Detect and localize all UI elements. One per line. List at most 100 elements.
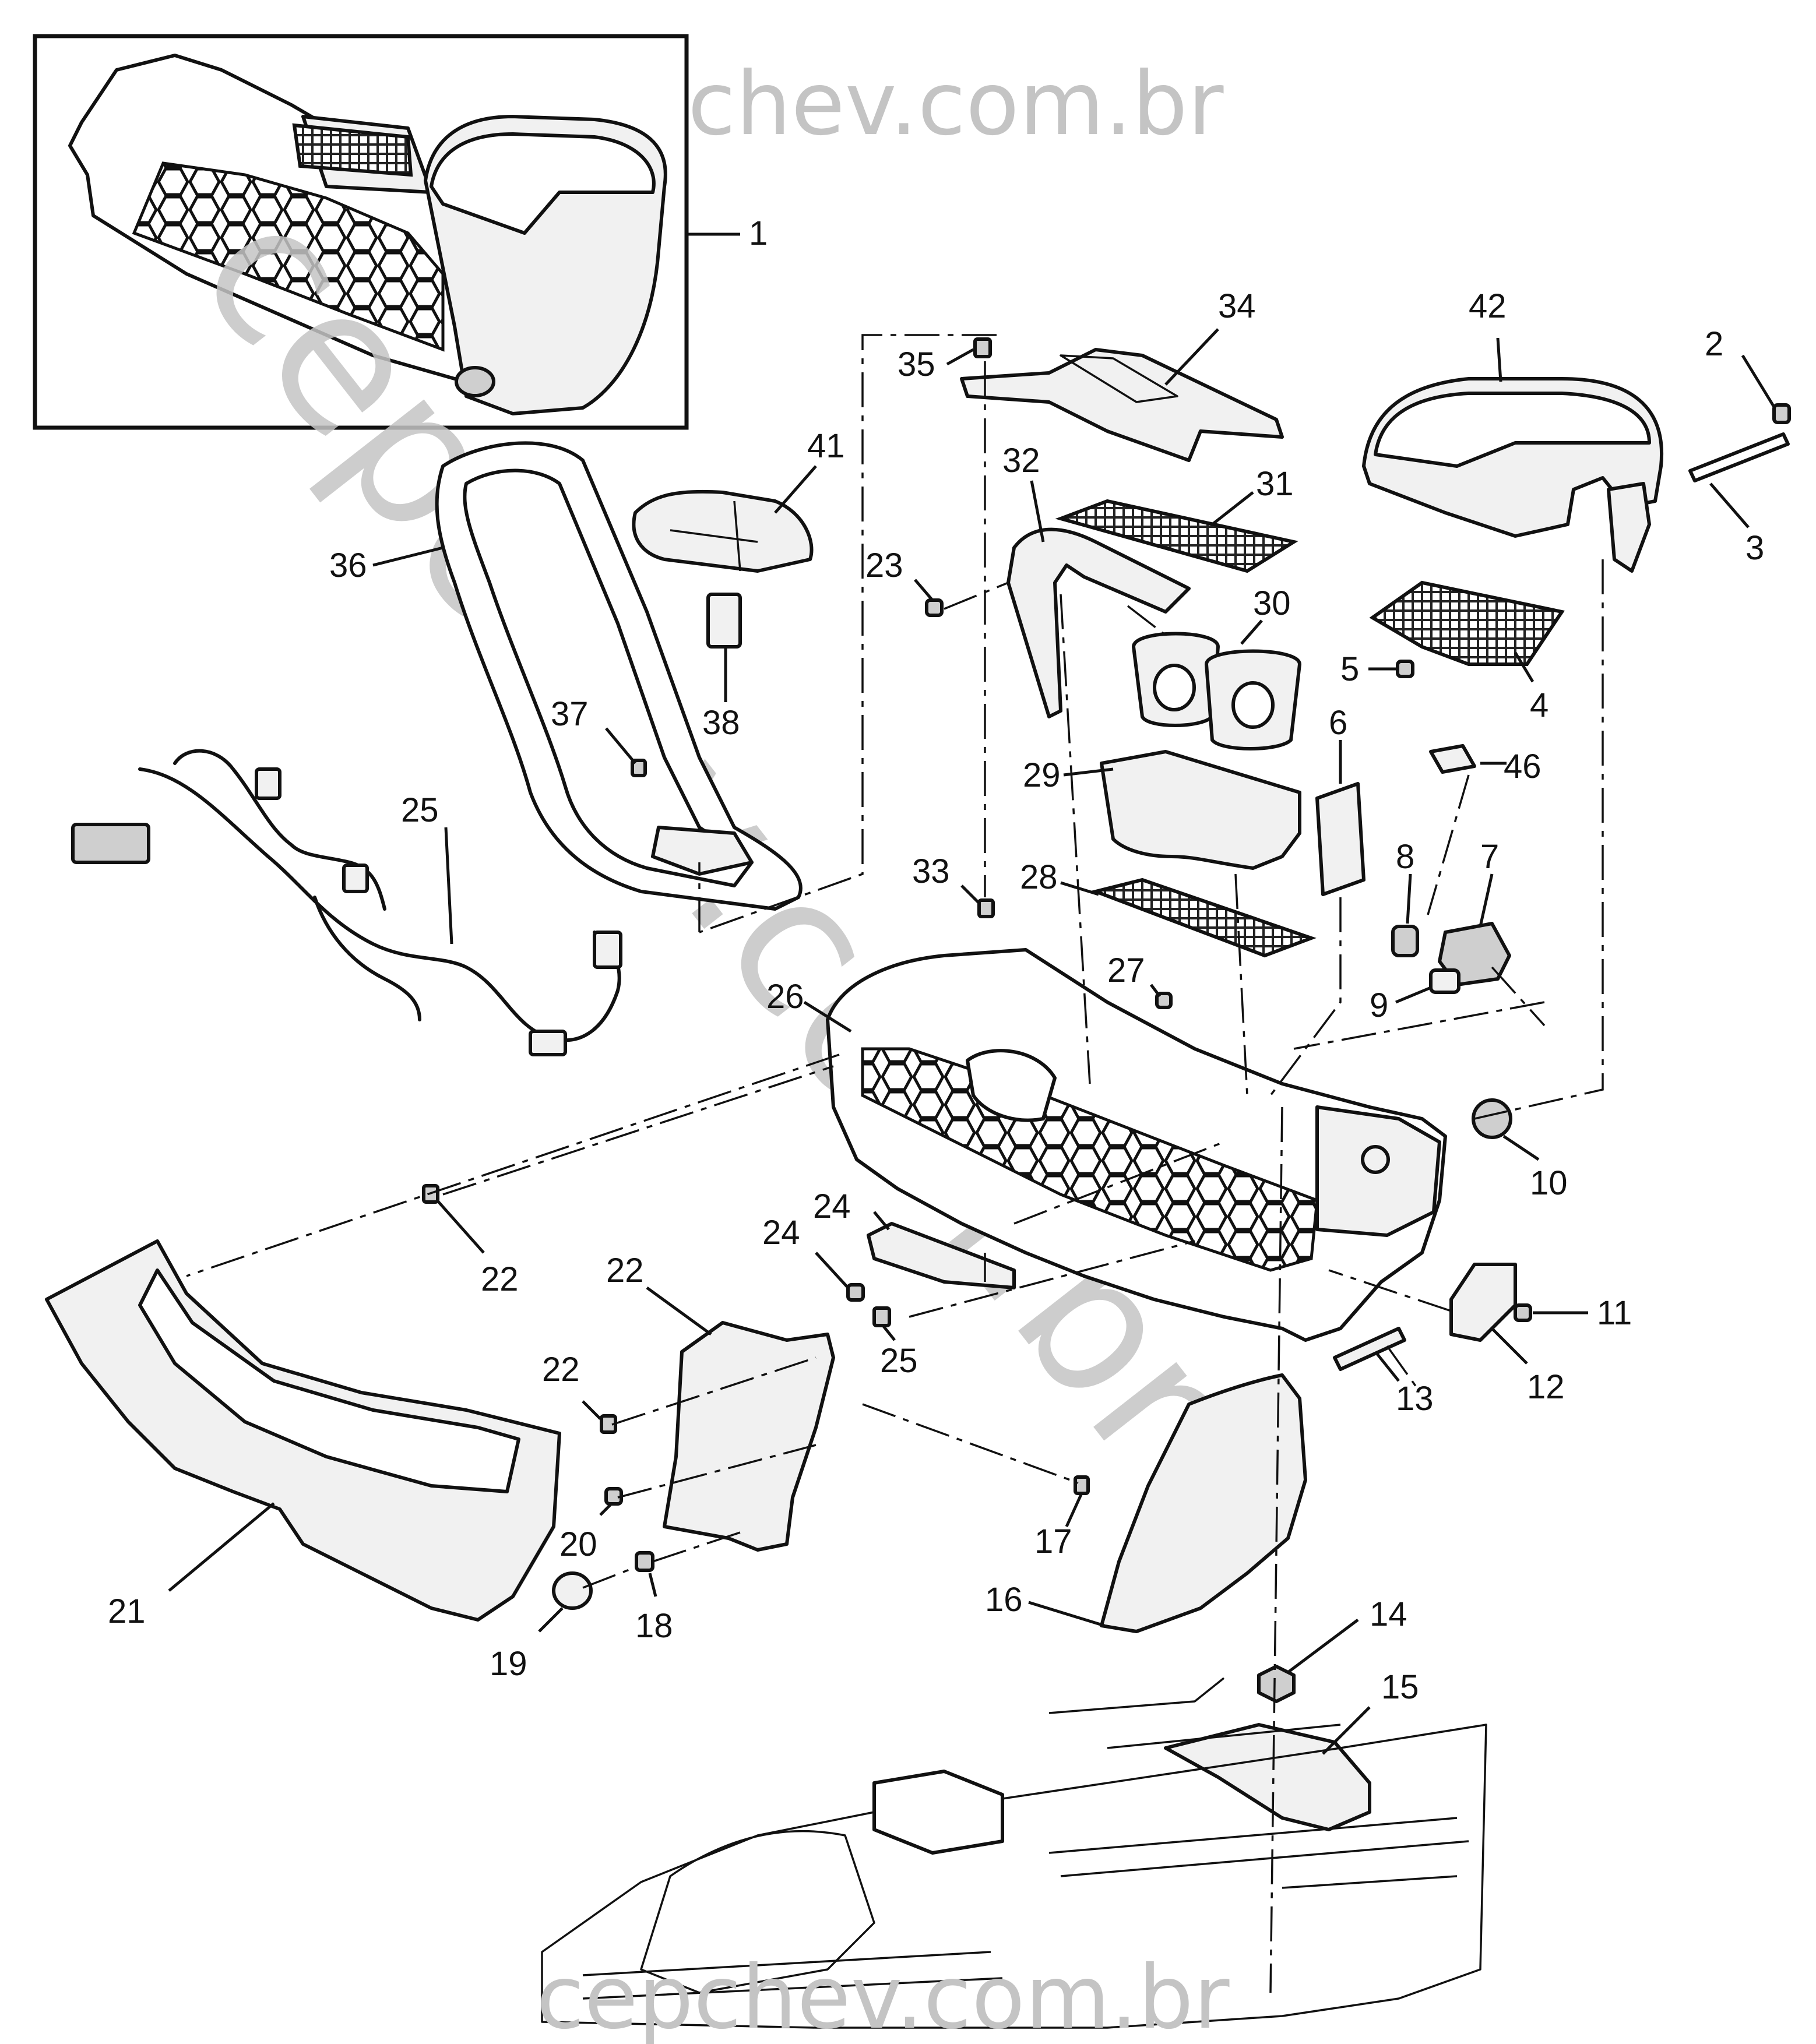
callout-15: 15 [1381, 1668, 1419, 1706]
part-19-plug [552, 1571, 593, 1610]
part-3-hinge-pin [1688, 432, 1790, 482]
assembly-grille [292, 123, 413, 177]
trim-plate-body [960, 348, 1284, 462]
part-10-power-outlet [1472, 1098, 1512, 1139]
callout-34: 32 [1002, 442, 1040, 480]
assembly-armrest-top [430, 132, 656, 235]
part-16-side-panel [1100, 1373, 1307, 1633]
part-1-console-assembly-inset [33, 34, 689, 430]
callout-22-lower: 22 [542, 1351, 580, 1388]
floor-pan-outline [541, 1724, 1487, 2029]
part-33-storage-mat [1055, 499, 1298, 573]
part-28-console-frame [826, 948, 1447, 1342]
callout-14: 14 [1370, 1595, 1407, 1633]
assembly-honeycomb [132, 161, 445, 352]
part-11-screw [1514, 1303, 1532, 1322]
callout-5: 5 [1340, 650, 1359, 688]
callout-4: 4 [1530, 686, 1548, 724]
part-32-cupholder-insert [1132, 632, 1301, 750]
callout-11: 11 [1597, 1294, 1632, 1332]
part-41-shift-indicator [632, 489, 814, 573]
callout-27: 25 [401, 791, 439, 829]
floor-pan-ridge [1048, 1677, 1458, 1889]
part-21-side-panel [45, 1239, 561, 1622]
callout-38: 36 [329, 547, 367, 584]
harness-connector-b [255, 767, 281, 800]
harness-branch-b [313, 896, 421, 1021]
trim-plate-opening [1060, 354, 1178, 403]
cupholder-cup-right [1231, 681, 1275, 729]
part-24-screw-upper [925, 598, 944, 617]
part-24-screw-lower [846, 1283, 865, 1302]
part-35-clip [977, 898, 995, 918]
part-2-nut [1772, 403, 1791, 424]
callout-29: 27 [1107, 951, 1145, 989]
part-31-cupholder [1100, 750, 1301, 870]
bezel-inner [463, 468, 754, 887]
callout-32: 30 [1253, 584, 1291, 622]
floor-pan-bracket [872, 1770, 1004, 1855]
floor-pan [541, 1677, 1487, 2029]
callout-26: 24 [813, 1187, 851, 1225]
armrest-hinge [1607, 482, 1651, 573]
part-40-shifter-switch [706, 593, 742, 649]
part-30-tray-mat [1089, 877, 1317, 958]
callout-24-lower: 24 [762, 1214, 800, 1252]
frame-bolt [1361, 1145, 1390, 1174]
callout-42: 42 [1469, 287, 1507, 325]
part-17-clip [1074, 1475, 1090, 1495]
part-12-bracket [1449, 1263, 1517, 1342]
floor-pan-tunnel [640, 1830, 875, 1994]
part-8-usb-port [1391, 925, 1419, 957]
harness-connector-c [342, 864, 369, 893]
callout-30: 28 [1020, 858, 1058, 896]
side-panel-inset [138, 1268, 520, 1493]
callout-31: 29 [1023, 756, 1061, 794]
floor-pan-rail [582, 1817, 1469, 2000]
part-15-floor-bracket [1164, 1723, 1371, 1831]
cupholder-cup-left [1153, 664, 1196, 711]
callout-16: 16 [985, 1581, 1023, 1619]
harness-connector-d [529, 1030, 567, 1056]
callout-22-upper: 22 [481, 1260, 519, 1298]
callout-21: 21 [108, 1592, 146, 1630]
armrest-lid-top [1374, 392, 1651, 468]
callout-40: 38 [702, 704, 740, 742]
callout-23: 22 [606, 1252, 644, 1289]
callout-41: 41 [807, 427, 845, 465]
part-18-screw [635, 1551, 654, 1572]
callout-12: 12 [1527, 1368, 1565, 1406]
indicator-slot [670, 501, 758, 572]
callout-18: 18 [635, 1607, 673, 1645]
callout-25: 25 [880, 1342, 918, 1380]
bezel-gate [651, 826, 754, 876]
part-4-latch-plate [1369, 580, 1565, 666]
callout-17: 17 [1034, 1523, 1072, 1560]
part-25-clip [872, 1306, 891, 1327]
part-5-screw [1396, 660, 1414, 678]
callout-10: 10 [1530, 1164, 1568, 1202]
part-38-shift-bezel [435, 441, 803, 911]
callout-1: 1 [749, 214, 768, 252]
harness-main [138, 767, 621, 1042]
part-14-nut [1257, 1665, 1296, 1703]
callout-28: 26 [766, 978, 804, 1016]
callout-20: 20 [559, 1525, 597, 1563]
callout-35: 33 [912, 852, 950, 890]
callout-24-upper: 23 [865, 547, 903, 584]
part-26-bracket [867, 1222, 1016, 1289]
part-39-clip [631, 759, 647, 777]
assembly-power-outlet [455, 366, 495, 397]
callout-2: 2 [1705, 325, 1723, 363]
watermark-bottom: cepchev.com.br [536, 1947, 1230, 2044]
part-6-trim-panel [1315, 782, 1365, 896]
part-23-rear-panel [663, 1321, 835, 1552]
part-46-label [1429, 744, 1476, 774]
indicator-body [632, 489, 814, 573]
callout-36: 34 [1218, 287, 1256, 325]
callout-6: 6 [1329, 704, 1347, 742]
part-27-wiring-harness [71, 749, 622, 1056]
callout-46: 46 [1504, 748, 1542, 785]
part-34-side-trim [1006, 527, 1191, 718]
